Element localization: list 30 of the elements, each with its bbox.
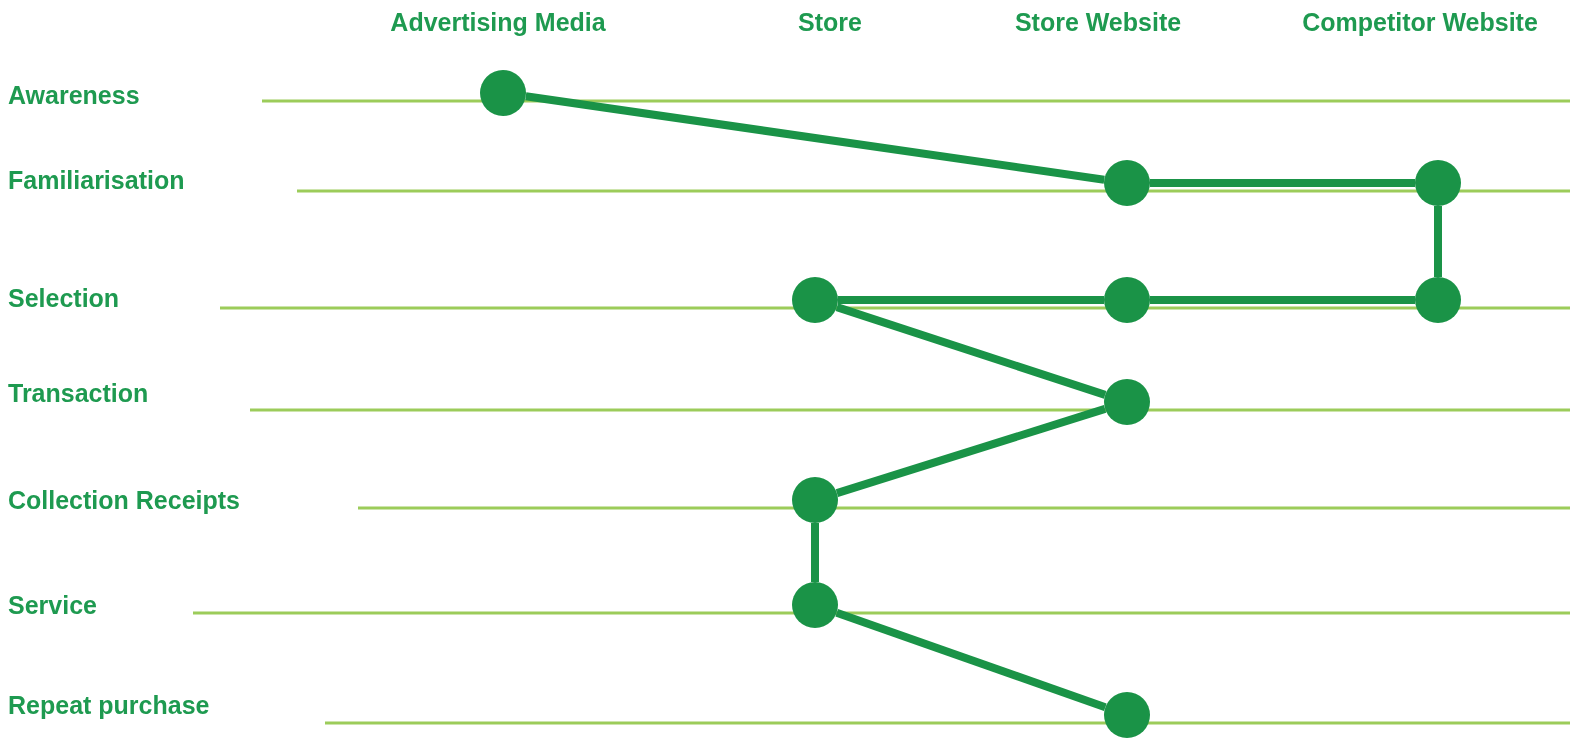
journey-dot	[792, 477, 838, 523]
journey-line	[525, 92, 1105, 184]
row-label: Awareness	[8, 80, 140, 110]
row-label: Service	[8, 590, 97, 620]
journey-line	[811, 523, 819, 582]
column-header: Store Website	[1014, 7, 1182, 37]
journey-line	[835, 405, 1107, 497]
journey-line	[1434, 206, 1442, 277]
row-label: Transaction	[8, 378, 149, 408]
journey-line	[838, 296, 1104, 304]
row-label: Selection	[8, 283, 120, 313]
journey-dot	[1104, 277, 1150, 323]
column-header: Competitor Website	[1302, 7, 1538, 37]
journey-dot	[1104, 379, 1150, 425]
journey-dot	[1104, 692, 1150, 738]
journey-line	[1150, 296, 1415, 304]
journey-dot	[792, 277, 838, 323]
journey-dot	[1104, 160, 1150, 206]
journey-dot	[480, 70, 526, 116]
journey-dot	[1415, 277, 1461, 323]
column-header: Advertising Media	[390, 7, 606, 37]
journey-dot	[792, 582, 838, 628]
column-header: Store	[798, 7, 862, 37]
row-label: Collection Receipts	[8, 485, 240, 515]
journey-line	[835, 608, 1107, 712]
row-label: Repeat purchase	[8, 690, 210, 720]
journey-line	[835, 303, 1107, 399]
row-label: Familiarisation	[8, 165, 185, 195]
journey-line	[1150, 179, 1415, 187]
journey-dot	[1415, 160, 1461, 206]
